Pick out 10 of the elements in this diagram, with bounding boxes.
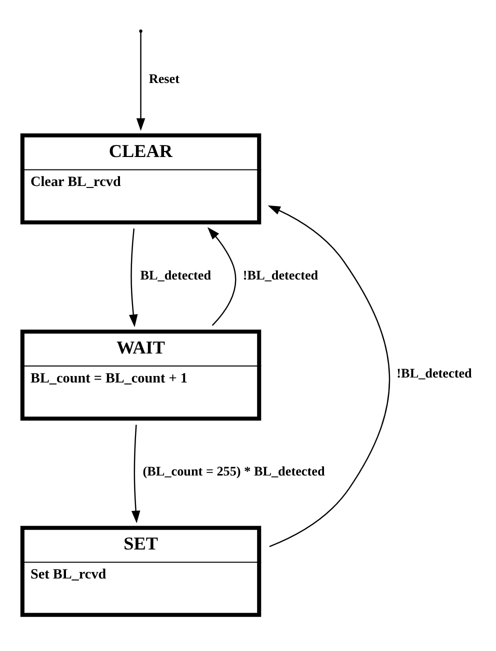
- arrow: [268, 205, 390, 548]
- edge-label: (BL_count = 255) * BL_detected: [142, 464, 325, 479]
- arrow: [207, 227, 236, 326]
- edge-label: !BL_detected: [396, 366, 472, 381]
- edge-label: BL_detected: [140, 267, 212, 282]
- arrow: [136, 32, 146, 131]
- edge-label: Reset: [148, 71, 180, 86]
- edge-label: !BL_detected: [242, 267, 318, 282]
- arrow: [131, 424, 140, 524]
- arrow: [129, 228, 138, 328]
